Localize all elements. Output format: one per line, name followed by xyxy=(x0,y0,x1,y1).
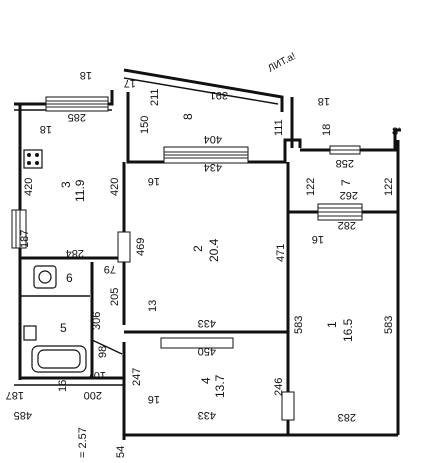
dim-b-187: 187 xyxy=(6,389,24,401)
wall-r7-top-right xyxy=(360,128,401,152)
room-6-number: 6 xyxy=(66,271,73,285)
room-1-number: 1 xyxy=(325,321,339,328)
windows xyxy=(11,96,363,421)
dim-b-485: 485 xyxy=(14,409,32,421)
dim-r3-285: 285 xyxy=(68,111,86,123)
dim-r4-247: 247 xyxy=(131,368,143,386)
dim-b-16b: 16 xyxy=(148,393,160,405)
dim-r2-433: 433 xyxy=(198,317,216,329)
dim-c-434: 434 xyxy=(204,161,222,173)
bathtub-icon xyxy=(31,345,87,373)
wall-r2-top xyxy=(126,138,302,164)
fixtures xyxy=(23,149,123,373)
dim-r2-450: 450 xyxy=(198,345,216,357)
room-7-number: 7 xyxy=(339,179,353,186)
room-5-number: 5 xyxy=(60,321,67,335)
dim-b-54: 54 xyxy=(115,446,127,458)
room-4-number: 4 xyxy=(199,377,213,384)
dim-c-16: 16 xyxy=(148,175,160,187)
dim-r7-262: 262 xyxy=(340,189,358,201)
dim-right-111: 111 xyxy=(273,119,285,136)
dim-r5-306: 306 xyxy=(91,312,103,330)
dim-r3-284: 284 xyxy=(66,247,84,259)
dim-r5-205: 205 xyxy=(109,288,121,306)
dim-c-404: 404 xyxy=(204,133,222,145)
dim-r7-18: 18 xyxy=(321,124,333,136)
dim-r3-420a: 420 xyxy=(23,178,35,196)
stove-icon xyxy=(23,149,43,169)
sink-icon xyxy=(33,265,57,289)
dim-r3-420b: 420 xyxy=(109,178,121,196)
dim-b-283: 283 xyxy=(338,411,356,423)
dim-r5-13: 13 xyxy=(147,300,159,312)
dim-r1-16: 16 xyxy=(312,233,324,245)
wall-loggia-outer xyxy=(123,77,279,105)
dim-top-18: 18 xyxy=(80,69,92,81)
dim-r2-469: 469 xyxy=(135,238,147,256)
wall-loggia-top xyxy=(123,68,284,112)
dim-r2-471: 471 xyxy=(275,244,287,262)
dim-b-433: 433 xyxy=(198,409,216,421)
dimensions: 18 17 211 391 18 111 285 18 150 404 434 … xyxy=(6,69,395,458)
room-2-area: 20.4 xyxy=(207,238,221,262)
dim-r7-122b: 122 xyxy=(383,178,395,196)
dim-r3-150: 150 xyxy=(139,116,151,134)
room-8-number: 8 xyxy=(181,113,195,120)
room-3-area: 11.9 xyxy=(73,179,87,202)
dim-r3-187: 187 xyxy=(19,230,31,248)
dim-top-391: 391 xyxy=(210,89,228,101)
dim-r7-122a: 122 xyxy=(305,178,317,196)
dim-r9-79: 79 xyxy=(104,263,116,275)
dim-right-18: 18 xyxy=(318,95,330,107)
dim-r7-258: 258 xyxy=(336,157,354,169)
stair-marker xyxy=(91,339,123,355)
room-1-area: 16.5 xyxy=(341,318,355,342)
dim-r3-18: 18 xyxy=(40,123,52,135)
dim-top-211: 211 xyxy=(149,88,161,106)
corner-mark: 8' xyxy=(392,126,400,138)
room-3-number: 3 xyxy=(59,181,73,188)
dim-b-16: 16 xyxy=(57,380,69,392)
dim-b-200: 200 xyxy=(84,389,102,401)
dim-r7-282: 282 xyxy=(338,219,356,231)
toilet-icon xyxy=(23,325,37,341)
lit-label: ЛИТ.а! xyxy=(266,51,298,75)
room-2-number: 2 xyxy=(191,245,205,252)
dim-r1-583b: 583 xyxy=(383,316,395,334)
dim-r4-246: 246 xyxy=(273,378,285,396)
room-4-area: 13.7 xyxy=(213,374,227,398)
dim-r1-583a: 583 xyxy=(293,316,305,334)
dim-top-17: 17 xyxy=(124,77,136,89)
dim-r5-98: 98 xyxy=(97,346,109,358)
dim-r5-107: 107 xyxy=(88,369,106,381)
dim-b-257: = 2.57 xyxy=(77,427,89,458)
